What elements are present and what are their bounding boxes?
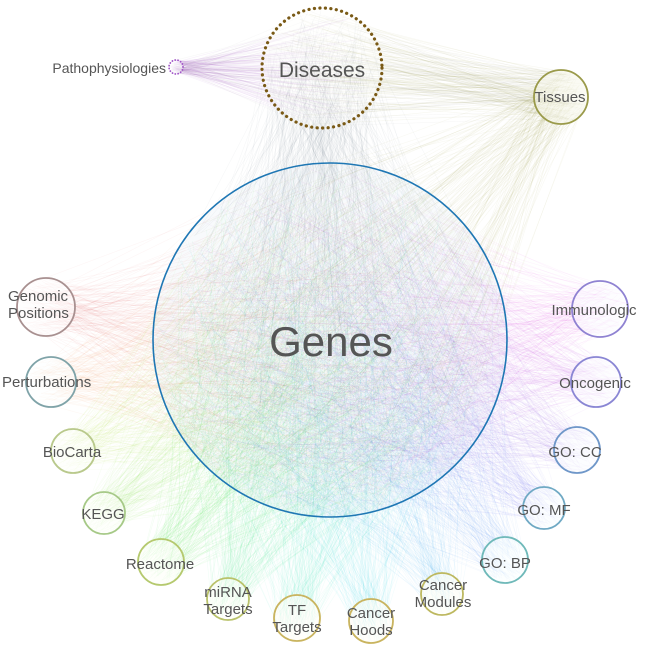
edge-bundle-go_bp--genes: [158, 168, 526, 581]
node-kegg[interactable]: [82, 491, 126, 535]
node-label-immunologic: Immunologic: [551, 302, 637, 319]
node-label-perturbations: Perturbations: [2, 374, 91, 391]
node-perturbations[interactable]: [25, 356, 77, 408]
node-diseases[interactable]: [260, 6, 384, 130]
node-label-kegg: KEGG: [81, 506, 124, 523]
node-immunologic[interactable]: [571, 280, 629, 338]
edge-bundles: [18, 10, 628, 643]
node-go_cc[interactable]: [553, 426, 601, 474]
edge-bundle-cancer_modules--genes: [176, 174, 506, 614]
edge-bundle-kegg--genes: [83, 171, 502, 534]
node-label-go_cc: GO: CC: [548, 444, 602, 461]
edge-bundle-diseases--genes: [153, 10, 506, 518]
node-biocarta[interactable]: [50, 428, 96, 474]
edge-bundle-genomic_positions--genes: [18, 180, 496, 506]
node-tf_targets[interactable]: [273, 594, 321, 642]
edge-bundle-diseases--tissues: [266, 10, 583, 126]
node-label-go_bp: GO: BP: [479, 555, 531, 572]
edge-bundle-immunologic--genes: [156, 168, 628, 499]
node-pathophysiologies[interactable]: [168, 59, 184, 75]
node-mirna_targets[interactable]: [206, 577, 250, 621]
edge-bundle-cancer_hoods--genes: [155, 167, 498, 643]
node-reactome[interactable]: [137, 538, 185, 586]
node-go_bp[interactable]: [481, 536, 529, 584]
node-tissues[interactable]: [533, 69, 589, 125]
node-label-pathophysiologies: Pathophysiologies: [52, 60, 166, 76]
node-genes[interactable]: [152, 162, 508, 518]
edge-bundle-tissues--genes: [169, 72, 587, 508]
node-go_mf[interactable]: [522, 486, 566, 530]
node-label-oncogenic: Oncogenic: [559, 375, 631, 392]
node-label-genes: Genes: [269, 318, 393, 365]
edge-bundle-oncogenic--genes: [174, 183, 621, 508]
edge-bundle-reactome--genes: [138, 169, 507, 585]
edge-bundle-mirna_targets--genes: [156, 172, 503, 620]
edge-bundle-biocarta--genes: [51, 166, 488, 507]
edge-bundle-tf_targets--genes: [153, 170, 486, 639]
node-labels: Genes Diseases PathophysiologiesTissuesGen…: [2, 59, 637, 639]
node-oncogenic[interactable]: [570, 356, 622, 408]
edge-bundle-go_cc--genes: [158, 167, 600, 511]
nodes: [16, 6, 629, 644]
node-label-reactome: Reactome: [126, 556, 194, 573]
edge-bundle-go_mf--genes: [163, 166, 564, 530]
node-cancer_hoods[interactable]: [348, 598, 394, 644]
node-label-diseases: Diseases: [279, 59, 365, 82]
edge-bundle-diseases--tissues: [264, 12, 587, 125]
node-label-biocarta: BioCarta: [43, 444, 102, 461]
node-label-tissues: Tissues: [534, 89, 585, 106]
edge-bundle-pathophysiologies--diseases: [169, 16, 374, 123]
node-genomic_positions[interactable]: [16, 277, 76, 337]
edge-bundle-diseases--pathophysiologies: [169, 15, 370, 124]
node-label-go_mf: GO: MF: [517, 502, 570, 519]
edge-bundle-perturbations--genes: [27, 166, 486, 509]
node-cancer_modules[interactable]: [420, 572, 464, 616]
